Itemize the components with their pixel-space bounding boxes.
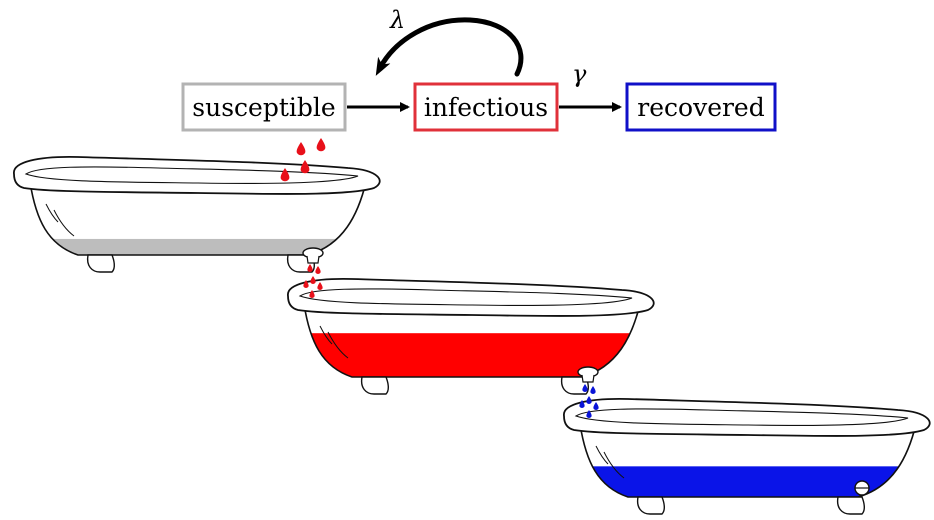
bathtub-icon: [282, 279, 657, 394]
recovered-label: recovered: [637, 93, 764, 122]
drop-icon: [310, 276, 315, 284]
tub-rim: [564, 399, 930, 436]
gamma-rate-label: γ: [572, 60, 587, 88]
tub-foot: [638, 497, 665, 514]
recovered-box: recovered: [627, 84, 775, 130]
bathtubs: [8, 138, 933, 514]
susceptible-label: susceptible: [192, 93, 335, 122]
drop-icon: [315, 266, 320, 274]
drop-icon: [586, 396, 591, 404]
tub-rim: [288, 279, 654, 316]
infectious-box: infectious: [415, 84, 557, 130]
drop-icon: [301, 160, 310, 173]
tub-water: [558, 466, 933, 499]
drop-icon: [317, 138, 326, 151]
bathtub-icon: [8, 157, 383, 272]
susceptible-box: susceptible: [183, 84, 345, 130]
infectious-label: infectious: [424, 93, 548, 122]
drop-icon: [590, 386, 595, 394]
drain-plug-icon: [855, 481, 869, 495]
tub-foot: [88, 255, 115, 272]
tub-water: [282, 333, 657, 379]
tub-foot: [362, 377, 389, 394]
tub-rim: [14, 157, 380, 194]
compartment-flow: susceptible infectious recovered λ γ: [183, 6, 775, 130]
tub-foot: [838, 497, 865, 514]
bathtub-icon: [558, 399, 933, 514]
lambda-rate-label: λ: [389, 6, 405, 34]
drop-icon: [297, 142, 306, 155]
